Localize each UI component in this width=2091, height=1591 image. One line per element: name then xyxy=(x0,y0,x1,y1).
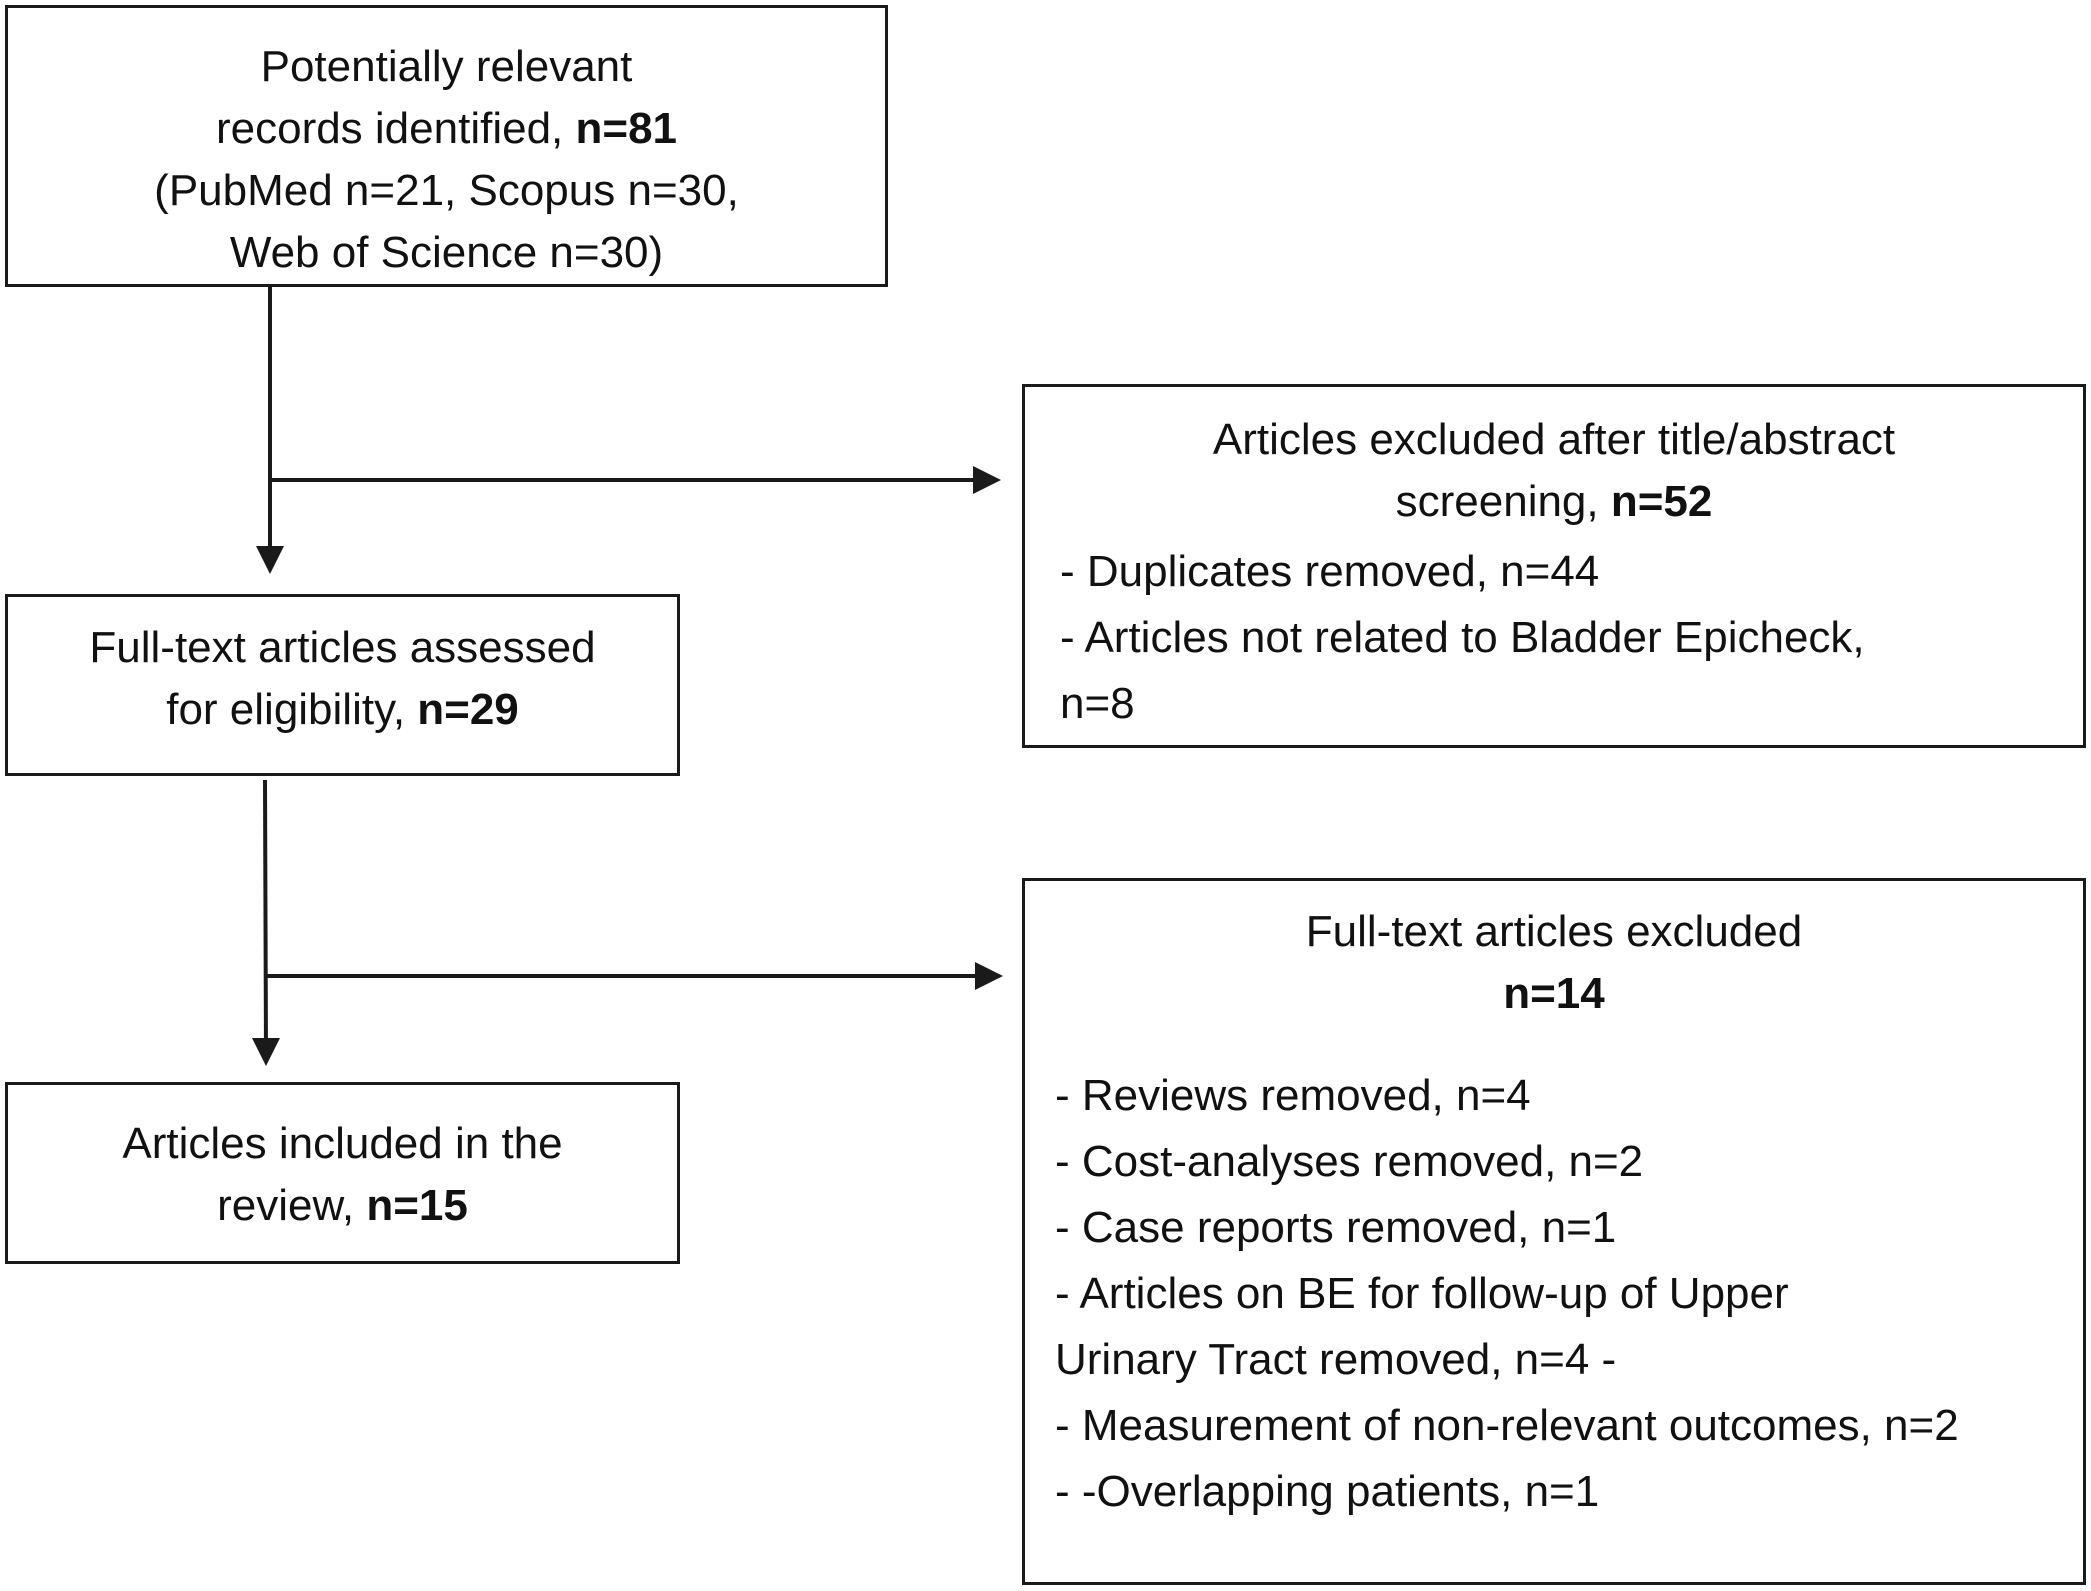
fulltext-excluded-line-1: Full-text articles excluded xyxy=(1305,907,1803,956)
box-records-identified: Potentially relevant records identified,… xyxy=(5,5,888,287)
screen-excluded-item-1: - Duplicates removed, n=44 xyxy=(1060,547,1600,596)
included-line-2: review, n=15 xyxy=(8,1175,677,1237)
box-fulltext-assessed: Full-text articles assessed for eligibil… xyxy=(5,594,680,776)
fulltext-excluded-item-5: Urinary Tract removed, n=4 - xyxy=(1055,1335,1617,1384)
identified-count: n=81 xyxy=(575,104,678,153)
fulltext-excluded-list: - Reviews removed, n=4 - Cost-analyses r… xyxy=(1025,1063,2083,1525)
screen-excluded-line-2: screening, n=52 xyxy=(1025,471,2083,533)
identified-line-1: Potentially relevant xyxy=(260,42,633,91)
fulltext-excluded-item-7: - -Overlapping patients, n=1 xyxy=(1055,1467,1600,1516)
fulltext-excluded-item-2: - Cost-analyses removed, n=2 xyxy=(1055,1137,1644,1186)
identified-line-3: (PubMed n=21, Scopus n=30, xyxy=(154,166,739,215)
screen-excluded-line-1: Articles excluded after title/abstract xyxy=(1212,415,1896,464)
screen-excluded-count: n=52 xyxy=(1610,477,1713,526)
fulltext-excluded-item-1: - Reviews removed, n=4 xyxy=(1055,1071,1531,1120)
identified-line-2: records identified, n=81 xyxy=(8,98,885,160)
fulltext-excluded-count: n=14 xyxy=(1503,969,1605,1018)
screen-excluded-item-3: n=8 xyxy=(1060,679,1135,728)
assessed-line-2-text: for eligibility, xyxy=(166,685,418,734)
included-line-2-text: review, xyxy=(217,1181,367,1230)
box-screen-excluded: Articles excluded after title/abstract s… xyxy=(1022,384,2086,748)
assessed-line-2: for eligibility, n=29 xyxy=(8,679,677,741)
fulltext-excluded-item-3: - Case reports removed, n=1 xyxy=(1055,1203,1617,1252)
arrow-assessed-to-included xyxy=(263,779,268,1059)
arrowhead-right-1 xyxy=(973,466,1001,494)
screen-excluded-list: - Duplicates removed, n=44 - Articles no… xyxy=(1025,539,2083,737)
included-line-1: Articles included in the xyxy=(122,1119,563,1168)
box-included: Articles included in the review, n=15 xyxy=(5,1082,680,1264)
arrowhead-right-2 xyxy=(975,962,1003,990)
identified-line-4: Web of Science n=30) xyxy=(229,228,664,277)
box-fulltext-excluded: Full-text articles excluded n=14 - Revie… xyxy=(1022,878,2086,1585)
included-count: n=15 xyxy=(366,1181,468,1230)
arrowhead-down-1 xyxy=(256,546,284,574)
fulltext-excluded-item-4: - Articles on BE for follow-up of Upper xyxy=(1055,1269,1789,1318)
screen-excluded-line-2-text: screening, xyxy=(1395,477,1611,526)
arrowhead-down-2 xyxy=(252,1038,280,1066)
fulltext-excluded-item-6: - Measurement of non-relevant outcomes, … xyxy=(1055,1401,1959,1450)
assessed-line-1: Full-text articles assessed xyxy=(89,623,596,672)
identified-line-2-text: records identified, xyxy=(215,104,576,153)
assessed-count: n=29 xyxy=(417,685,519,734)
screen-excluded-item-2: - Articles not related to Bladder Epiche… xyxy=(1060,613,1865,662)
